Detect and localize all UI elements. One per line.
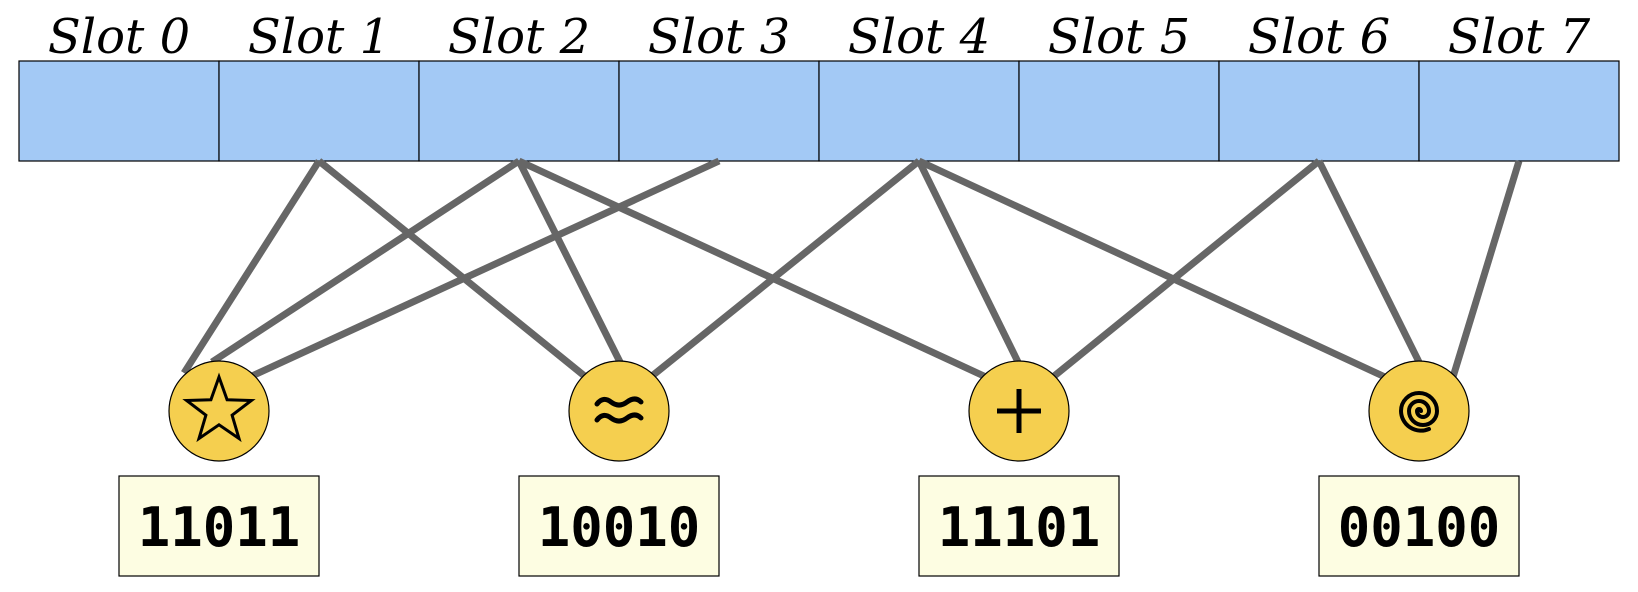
code-box-3-frame: [1318, 475, 1520, 577]
edge-star-slot-2: [210, 158, 521, 365]
plus-icon: [997, 389, 1041, 433]
code-box-1: 10010: [518, 475, 720, 577]
spiral-icon: [1398, 391, 1440, 433]
edge-spiral-slot-7: [1449, 159, 1523, 379]
slot-label-0: Slot 0: [48, 9, 190, 65]
star-icon: [182, 372, 256, 443]
code-box-3: 00100: [1318, 475, 1520, 577]
slot-array: [18, 60, 1620, 162]
node-approx: [568, 360, 670, 462]
node-star: [168, 360, 270, 462]
slot-cell-1: [218, 60, 420, 162]
node-circle-0: [168, 360, 270, 462]
slot-cell-6: [1218, 60, 1420, 162]
edge-spiral-slot-4: [917, 157, 1387, 381]
code-box-2: 11101: [918, 475, 1120, 577]
edge-plus-slot-2: [517, 157, 988, 381]
edge-spiral-slot-6: [1315, 159, 1423, 364]
code-box-0: 11011: [118, 475, 320, 577]
code-box-0-frame: [118, 475, 320, 577]
edge-plus-slot-4: [915, 159, 1022, 364]
slot-cell-3: [618, 60, 820, 162]
slot-cell-2: [418, 60, 620, 162]
code-value-2: 11101: [938, 496, 1101, 559]
node-spiral: [1368, 360, 1470, 462]
slot-label-6: Slot 6: [1248, 9, 1390, 65]
slot-cell-0: [18, 60, 220, 162]
code-box-1-frame: [518, 475, 720, 577]
slot-cell-7: [1418, 60, 1620, 162]
edge-approx-slot-2: [515, 159, 624, 364]
code-box-2-frame: [918, 475, 1120, 577]
node-circle-1: [568, 360, 670, 462]
slot-label-3: Slot 3: [648, 9, 790, 65]
slot-label-4: Slot 4: [848, 9, 990, 65]
code-value-0: 11011: [138, 496, 301, 559]
slot-labels: Slot 0 Slot 1 Slot 2 Slot 3 Slot 4 Slot …: [48, 9, 1591, 65]
slot-label-7: Slot 7: [1448, 9, 1591, 65]
slot-cell-5: [1018, 60, 1220, 162]
slot-label-2: Slot 2: [448, 9, 590, 65]
code-value-3: 00100: [1338, 496, 1501, 559]
edges: [181, 157, 1523, 381]
edge-star-slot-1: [181, 159, 322, 375]
edge-approx-slot-1: [316, 158, 590, 381]
edge-star-slot-3: [250, 157, 721, 380]
slot-cell-4: [818, 60, 1020, 162]
edge-approx-slot-4: [649, 158, 922, 379]
code-value-1: 10010: [538, 496, 701, 559]
edge-plus-slot-6: [1050, 158, 1322, 380]
approx-icon: [594, 396, 644, 424]
node-plus: [968, 360, 1070, 462]
slot-label-5: Slot 5: [1048, 9, 1190, 65]
slot-label-1: Slot 1: [248, 9, 390, 65]
